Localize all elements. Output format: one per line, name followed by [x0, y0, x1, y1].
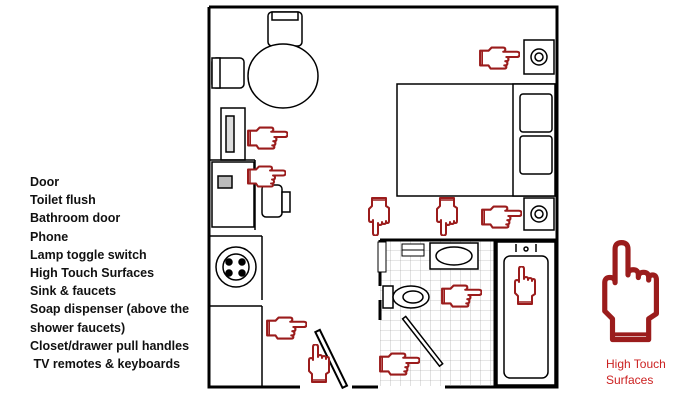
hand-pointer-lamp-switch: [368, 197, 390, 236]
toilet: [382, 285, 430, 309]
legend-item-high-touch-surfaces: High Touch Surfaces: [30, 266, 155, 281]
bathroom-counter-items: [401, 243, 425, 257]
legend-item-lamp-toggle-switch: Lamp toggle switch: [30, 247, 147, 262]
closet: [210, 235, 263, 386]
hand-pointer-sink: [436, 197, 458, 236]
pointing-hand-icon: [605, 243, 657, 340]
legend-item-sink-faucets: Sink & faucets: [30, 284, 117, 299]
legend-item-bathroom-door: Bathroom door: [30, 211, 121, 226]
bathtub: [496, 241, 556, 386]
hand-pointer-dresser: [247, 126, 288, 150]
bathroom-door: [401, 315, 444, 368]
legend-list: Door Toilet flush Bathroom door Phone La…: [30, 173, 189, 373]
bathroom-sink: [429, 242, 479, 270]
key-caption-line1: High Touch: [606, 357, 666, 371]
room-walls: [207, 5, 559, 389]
nightstand-top: [523, 39, 555, 75]
key-caption-line2: Surfaces: [606, 373, 654, 387]
legend-item-closet-handles: Closet/drawer pull handles: [30, 338, 190, 353]
seating-area: [211, 11, 319, 109]
legend-item-soap-dispenser-cont: shower faucets): [30, 320, 126, 335]
nightstand-bottom: [523, 197, 555, 231]
key-caption: High Touch Surfaces: [606, 356, 696, 388]
bed: [396, 83, 556, 197]
hand-pointer-closet: [266, 316, 307, 340]
legend-item-toilet-flush: Toilet flush: [30, 193, 96, 208]
hand-pointer-desk: [246, 165, 286, 188]
legend-item-tv-remotes: TV remotes & keyboards: [30, 357, 181, 372]
legend-item-door: Door: [30, 175, 60, 189]
hand-pointer-nightstand-top: [479, 46, 520, 70]
hand-pointer-nightstand-bottom: [481, 205, 522, 229]
legend-item-soap-dispenser: Soap dispenser (above the: [30, 302, 190, 317]
legend-item-phone: Phone: [30, 229, 69, 244]
